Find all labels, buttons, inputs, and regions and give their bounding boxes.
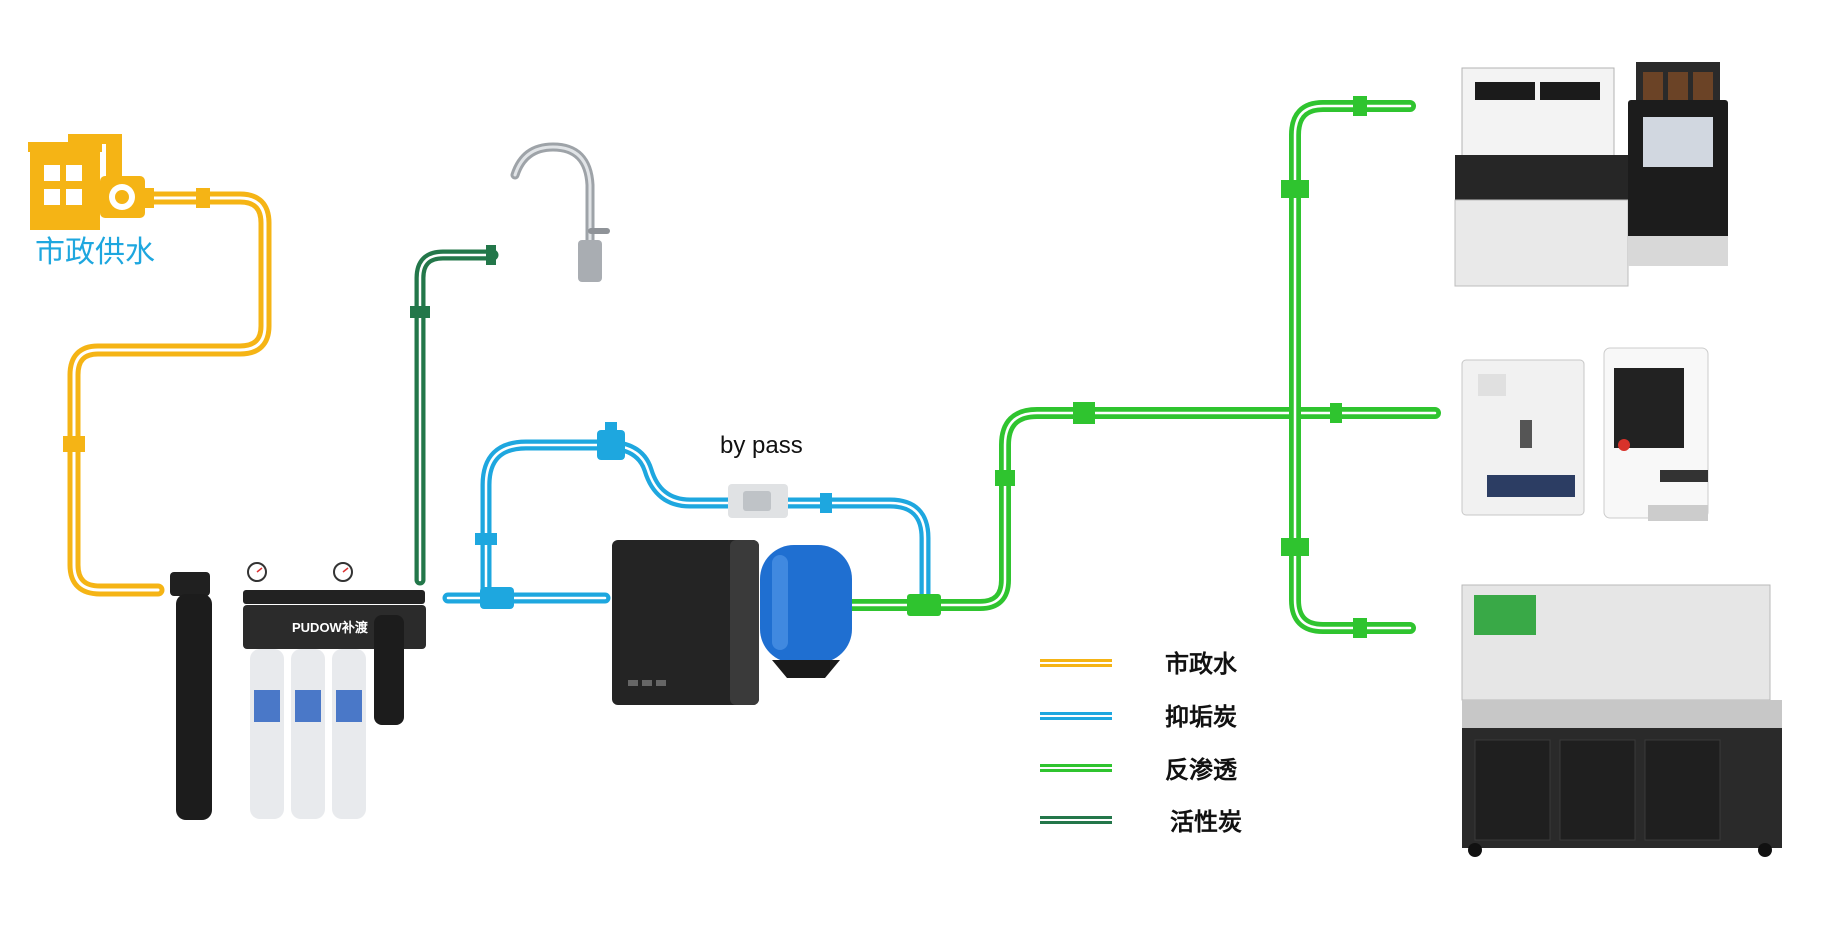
bypass-label: by pass: [720, 432, 803, 459]
legend-item-municipal: 市政水: [1040, 650, 1238, 678]
legend-label-ro: 反渗透: [1165, 756, 1238, 784]
legend-item-antiscale: 抑垢炭: [1040, 703, 1237, 731]
legend: 市政水 抑垢炭 反渗透 活性炭: [1040, 650, 1242, 836]
valve-icon: [728, 484, 788, 518]
filter-brand-label: PUDOW补渡: [292, 620, 369, 635]
pressure-tank-icon: [760, 545, 852, 678]
faucet-icon: [510, 142, 610, 282]
legend-label-carbon: 活性炭: [1170, 808, 1242, 836]
ro-machine-icon: [612, 540, 759, 705]
pipe-activated-carbon: [410, 245, 499, 586]
coffee-machine-icon: [1628, 62, 1728, 266]
legend-label-municipal: 市政水: [1165, 650, 1238, 678]
steam-machine-icon: [1603, 347, 1709, 521]
tea-counter-icon: [1461, 584, 1782, 857]
ice-machine-icon: [1454, 67, 1629, 287]
water-boiler-icon: [1461, 359, 1585, 516]
pipe-antiscale: [442, 422, 931, 609]
legend-label-antiscale: 抑垢炭: [1165, 703, 1237, 731]
legend-item-carbon: 活性炭: [1040, 808, 1242, 836]
filter-cartridge-icon: PUDOW补渡: [170, 562, 426, 820]
pipe-reverse-osmosis: [844, 96, 1441, 638]
legend-item-ro: 反渗透: [1040, 756, 1238, 784]
building-pump-icon: [28, 134, 154, 230]
pipe-municipal: [63, 188, 272, 597]
municipal-supply-label: 市政供水: [35, 235, 155, 270]
